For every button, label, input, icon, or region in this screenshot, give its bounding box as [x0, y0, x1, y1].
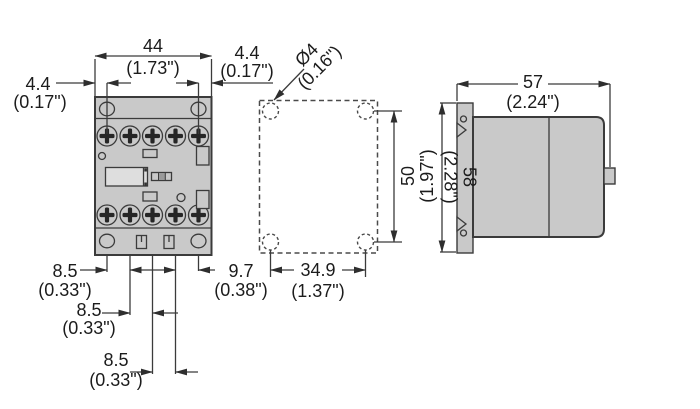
- din-hook-top: [456, 121, 468, 139]
- front-dimensions: 44 (1.73") 4.4 (0.17") 4.4 (0.17") 8.5 (…: [13, 36, 273, 390]
- dim-pitch3-mm: 8.5: [103, 350, 128, 370]
- dim-hole-pitch-h-inch: (1.37"): [291, 281, 344, 301]
- dim-offset-right-mm: 4.4: [234, 43, 259, 63]
- bottom-left-ear-hole: [98, 233, 116, 249]
- dim-height-mm: 58: [460, 167, 480, 187]
- dim-pitch3-inch: (0.33"): [89, 370, 142, 390]
- dim-coil-offset-inch: (0.38"): [214, 280, 267, 300]
- dim-depth-inch: (2.24"): [506, 92, 559, 112]
- dim-hole-pitch-v-mm: 50: [398, 166, 418, 186]
- face-dot-lower: [176, 192, 186, 203]
- dim-depth-mm: 57: [523, 72, 543, 92]
- side-view: 57 (2.24") 58 (2.28"): [438, 72, 616, 254]
- dim-height-inch: (2.28"): [441, 150, 461, 203]
- face-window-lower-right: [195, 189, 210, 210]
- din-clip-left: [135, 234, 148, 250]
- dim-pitch1-mm: 8.5: [52, 261, 77, 281]
- face-slot-upper: [142, 148, 158, 159]
- front-view: [94, 96, 213, 256]
- terminal-row-top: [96, 125, 210, 147]
- mounting-hole-bottom-left: [261, 233, 280, 251]
- dim-offset-left-mm: 4.4: [25, 74, 50, 94]
- dim-width-inch: (1.73"): [126, 58, 179, 78]
- label-window: [104, 166, 149, 187]
- din-clip-right: [163, 234, 175, 250]
- side-tab: [603, 167, 616, 185]
- dim-offset-left-inch: (0.17"): [13, 92, 66, 112]
- dim-hole-pitch-v-label: 50 (1.97"): [398, 149, 437, 202]
- dim-height-label: 58 (2.28"): [441, 150, 480, 203]
- dim-hole-pitch-v-inch: (1.97"): [417, 149, 437, 202]
- mounting-hole-top-left: [261, 102, 280, 120]
- mounting-view: Ø4 (0.16") 50 (1.97") 34.9 (1.37"): [258, 39, 437, 301]
- flange-rivet-bottom: [459, 229, 468, 237]
- mounting-hole-top-right: [356, 102, 375, 120]
- face-dot-upper: [97, 151, 107, 161]
- selector-switch: [150, 171, 173, 182]
- face-window-upper-right: [195, 145, 210, 166]
- dim-width-mm: 44: [143, 36, 163, 56]
- bottom-right-ear-hole: [190, 233, 207, 249]
- dim-hole-pitch-h-mm: 34.9: [300, 260, 335, 280]
- dim-pitch2-inch: (0.33"): [62, 318, 115, 338]
- dim-pitch2-mm: 8.5: [76, 300, 101, 320]
- terminal-row-bottom: [96, 204, 210, 226]
- flange-rivet-top: [459, 115, 468, 123]
- dim-pitch1-inch: (0.33"): [38, 280, 91, 300]
- face-slot-lower: [142, 191, 158, 202]
- mounting-outline: [258, 99, 379, 254]
- mounting-hole-bottom-right: [356, 233, 375, 251]
- side-body: [472, 116, 605, 238]
- dim-offset-right-inch: (0.17"): [220, 61, 273, 81]
- dim-coil-offset-mm: 9.7: [228, 261, 253, 281]
- din-hook-bottom: [456, 215, 468, 233]
